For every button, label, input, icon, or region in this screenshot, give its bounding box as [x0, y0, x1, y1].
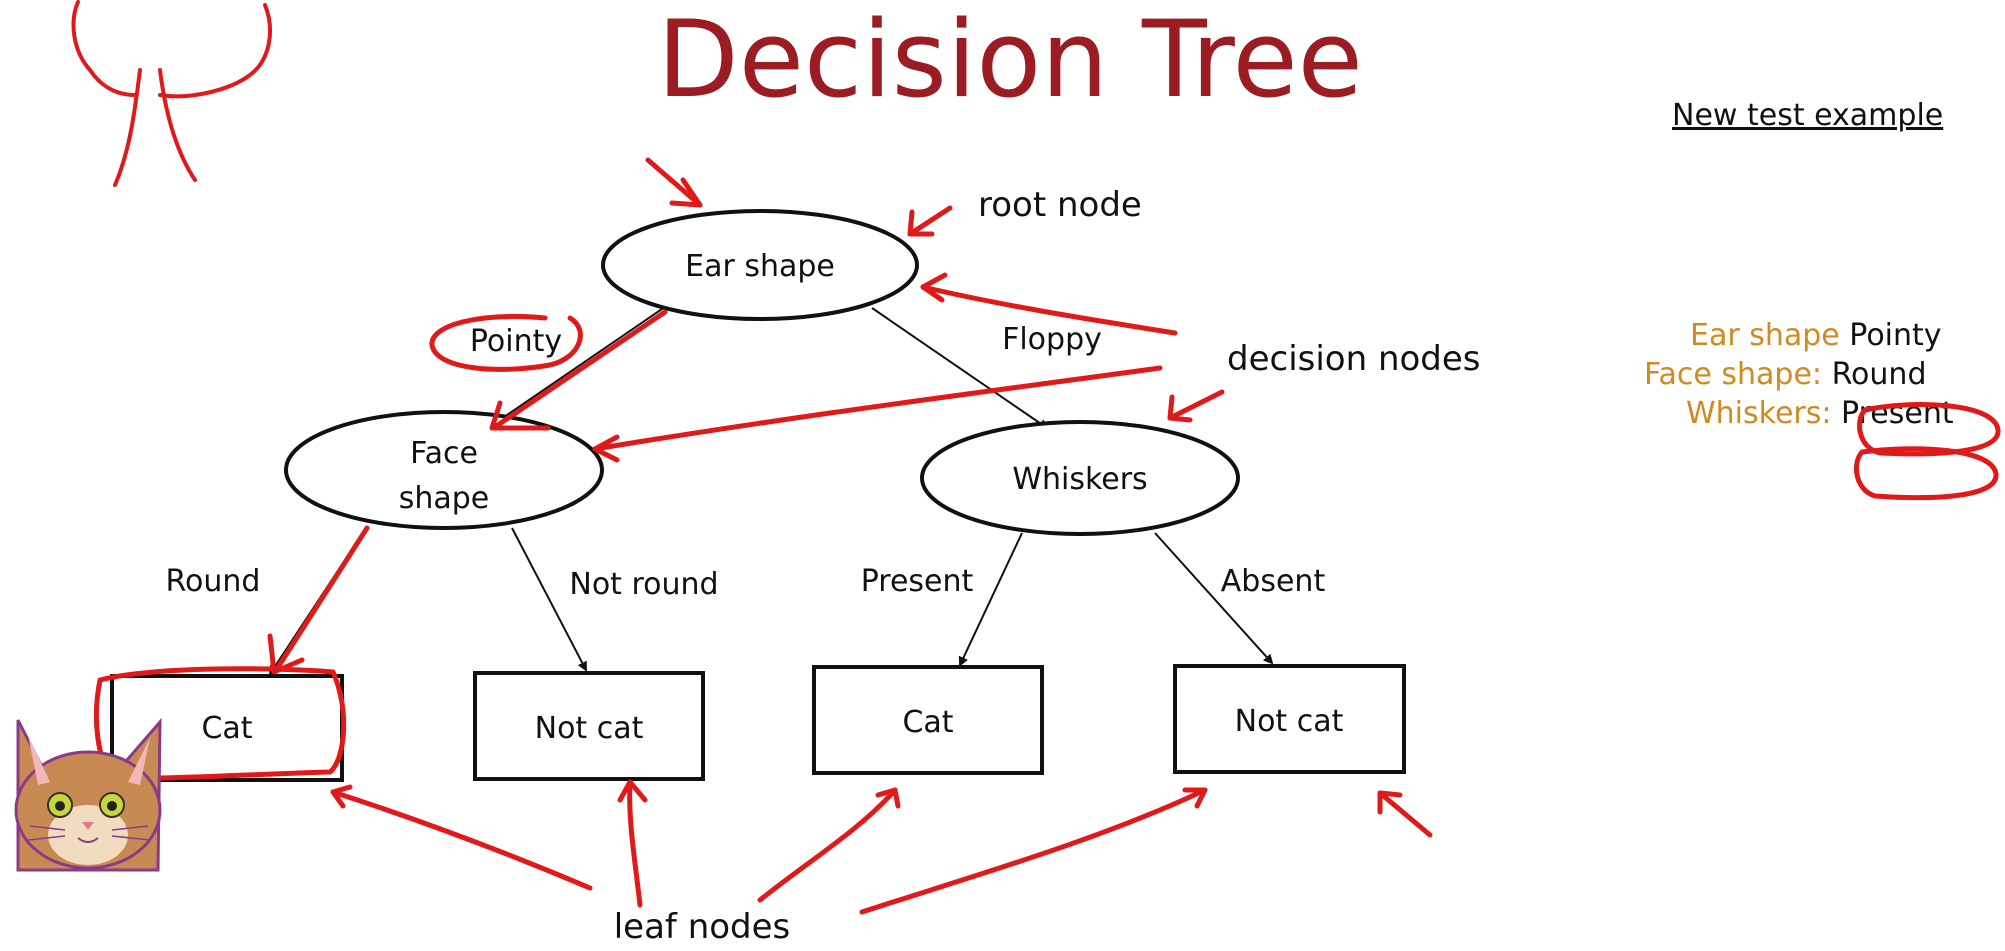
feature-sep: :	[1821, 396, 1832, 431]
root-node: Ear shape	[601, 209, 919, 321]
edge-present	[958, 532, 1023, 667]
feature-value: Round	[1831, 357, 1927, 392]
edge-label-present: Present	[861, 564, 974, 599]
edge-label-floppy: Floppy	[1002, 322, 1102, 357]
test-example-heading: New test example	[1672, 98, 1944, 133]
leaf-node-3: Cat	[812, 665, 1044, 775]
face-node-label-1: Face	[410, 436, 478, 471]
leaf-1-label: Cat	[201, 711, 252, 746]
face-node-label-2: shape	[399, 481, 490, 516]
whiskers-node: Whiskers	[920, 420, 1240, 536]
annotation-leaf-nodes: leaf nodes	[614, 907, 791, 947]
feature-whiskers: Whiskers: Present	[1686, 396, 1954, 431]
cat-icon	[14, 717, 162, 872]
edge-pointy	[486, 308, 663, 430]
annotation-decision-nodes: decision nodes	[1227, 339, 1481, 379]
leaf-3-label: Cat	[902, 705, 953, 740]
whiskers-node-label: Whiskers	[1012, 462, 1147, 497]
feature-key: Whiskers	[1686, 396, 1822, 431]
feature-key: Ear shape	[1690, 318, 1840, 353]
tree-doodle	[71, 0, 272, 187]
edge-not-round	[511, 527, 587, 672]
edge-label-absent: Absent	[1221, 564, 1326, 599]
red-annotations	[93, 157, 2001, 915]
feature-value: Pointy	[1849, 318, 1942, 353]
slide-title: Decision Tree	[657, 0, 1363, 121]
annotation-root-node: root node	[978, 185, 1142, 225]
leaf-2-label: Not cat	[535, 711, 644, 746]
feature-key: Face shape	[1644, 357, 1812, 392]
edge-label-round: Round	[166, 564, 261, 599]
feature-ear-shape: Ear shape Pointy	[1690, 318, 1942, 353]
edge-label-not-round: Not round	[569, 567, 718, 602]
face-shape-node: Face shape	[284, 410, 604, 530]
feature-face-shape: Face shape: Round	[1644, 357, 1926, 392]
leaf-node-2: Not cat	[473, 671, 705, 781]
root-node-label: Ear shape	[685, 249, 835, 284]
edge-absent	[1154, 532, 1274, 665]
edge-label-pointy: Pointy	[470, 324, 562, 359]
leaf-4-label: Not cat	[1235, 704, 1344, 739]
feature-sep: :	[1811, 357, 1823, 392]
leaf-node-4: Not cat	[1173, 664, 1406, 774]
edge-floppy	[871, 307, 1049, 430]
